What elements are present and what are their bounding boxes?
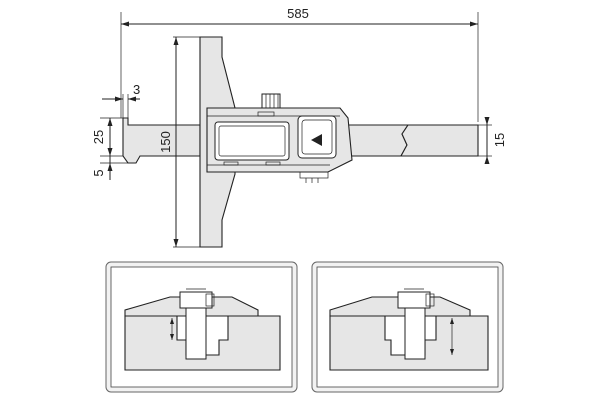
dimension-hook-height: 25 — [91, 117, 123, 157]
application-panel-step — [311, 261, 504, 393]
dimension-overall-length: 585 — [120, 6, 479, 122]
dimension-head-length: 150 — [158, 36, 200, 248]
lcd-display — [214, 121, 290, 161]
workpiece-grooved — [124, 315, 281, 371]
play-triangle-icon — [311, 134, 322, 146]
dim-total-length: 585 — [287, 6, 309, 21]
dimension-beam-width: 15 — [478, 117, 507, 164]
application-panel-groove — [105, 261, 298, 393]
dim-hook-width: 3 — [133, 82, 140, 97]
thumb-wheel — [261, 93, 281, 109]
dim-head-length: 150 — [158, 131, 173, 153]
dimension-hook-width: 3 — [102, 82, 140, 118]
gauge-beam-left-hook — [122, 117, 201, 164]
dim-hook-height: 25 — [91, 130, 106, 144]
gauge-probe-head — [397, 291, 431, 309]
gauge-beam-end — [400, 124, 479, 157]
dimension-hook-tip: 5 — [91, 156, 128, 180]
dim-hook-tip: 5 — [91, 169, 106, 176]
gauge-elevation-view — [122, 36, 479, 248]
dim-beam-width: 15 — [492, 133, 507, 147]
gauge-probe-head — [179, 291, 213, 309]
